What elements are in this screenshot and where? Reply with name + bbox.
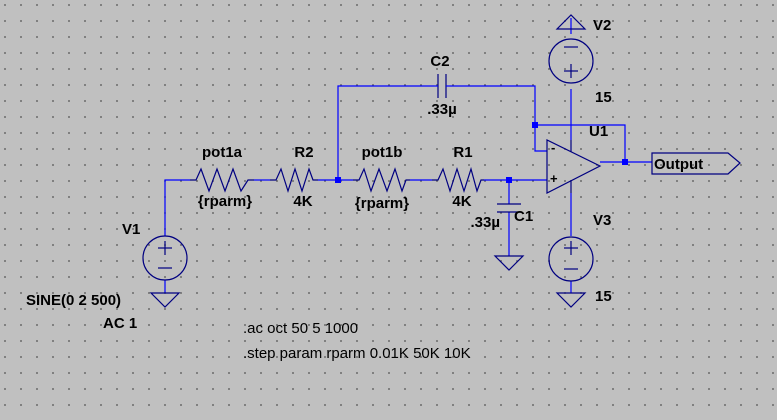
r1-name-label: R1 [453,144,473,161]
r2-name-label: R2 [294,144,314,161]
junction-dot [532,122,538,128]
capacitor-c2[interactable] [434,74,450,98]
capacitor-c1[interactable] [497,203,521,213]
ac-directive[interactable]: .ac oct 50 5 1000 [243,320,359,337]
r1-value-label: 4K [452,193,472,210]
ground-symbol-v1 [149,292,181,308]
c2-name-label: C2 [430,53,450,70]
voltage-source-v1[interactable] [142,235,188,281]
ground-symbol-v2 [555,14,587,30]
v3-name-label: V3 [593,212,612,229]
v2-value-label: 15 [595,89,612,106]
resistor-r2[interactable] [270,167,318,193]
u1-name-label: U1 [589,123,609,140]
pot1b-name-label: pot1b [361,144,403,161]
v1-value-label: SINE(0 2 500) [26,292,122,309]
opamp-u1[interactable] [546,139,625,194]
c1-name-label: C1 [514,208,534,225]
voltage-source-v3[interactable] [548,236,594,282]
resistor-pot1b[interactable] [353,167,410,193]
voltage-source-v2[interactable] [548,38,594,84]
v3-value-label: 15 [595,288,612,305]
junction-dot [506,177,512,183]
wires [164,18,652,293]
pot1a-name-label: pot1a [201,144,243,161]
v1-ac-label: AC 1 [103,315,138,332]
pot1b-value-label: {rparm} [354,195,410,212]
resistor-pot1a[interactable] [190,167,254,193]
ground-symbol-v3 [555,292,587,308]
c2-value-label: .33µ [427,101,457,118]
ground-symbol-c1 [493,255,525,271]
step-directive[interactable]: .step param rparm 0.01K 50K 10K [243,345,471,362]
junction-dot [335,177,341,183]
r2-value-label: 4K [293,193,313,210]
c1-value-label: .33µ [470,214,501,231]
opamp-inverting-pin-label: - [551,140,556,155]
resistor-r1[interactable] [432,166,484,193]
output-net-label[interactable]: Output [651,152,741,175]
opamp-noninverting-pin-label: + [550,171,558,186]
pot1a-value-label: {rparm} [197,193,253,210]
v2-name-label: V2 [593,17,612,34]
output-net-label-text: Output [654,156,703,173]
v1-name-label: V1 [122,221,141,238]
